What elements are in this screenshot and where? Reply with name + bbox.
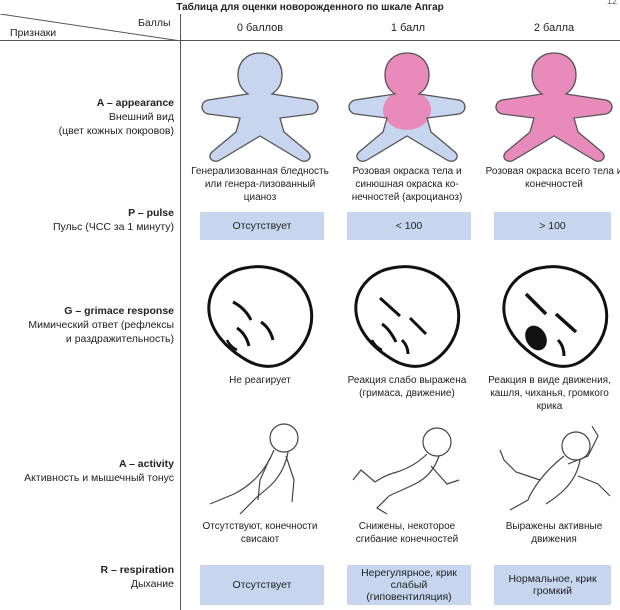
- column-header-2: 2 балла: [533, 22, 575, 34]
- face-no-reaction-icon: [207, 265, 314, 368]
- criterion-desc: Внешний вид: [108, 111, 174, 123]
- respiration-box-1: Нерегулярное, крик слабый (гиповентиляци…: [347, 565, 471, 605]
- score-desc-grimace-0: Не реагирует: [229, 375, 291, 386]
- table-title: Таблица для оценки новорожденного по шка…: [176, 2, 444, 13]
- score-desc-appearance-1: Розовая окраска тела и синюшная окраска …: [351, 166, 463, 203]
- baby-figure-pale: [201, 52, 319, 162]
- baby-active-icon: [499, 425, 611, 511]
- respiration-value: Отсутствует: [232, 579, 292, 591]
- score-desc-grimace-1: Реакция слабо выражена (гримаса, движени…: [347, 375, 467, 399]
- pulse-box-1: < 100: [347, 212, 471, 240]
- column-divider: [180, 14, 181, 610]
- criterion-desc: Дыхание: [130, 578, 174, 590]
- criterion-name: R – respiration: [100, 564, 174, 576]
- face-crying-icon: [502, 265, 609, 368]
- baby-figure-acrocyanosis: [348, 52, 466, 162]
- pulse-box-0: Отсутствует: [200, 212, 324, 240]
- column-header-0: 0 баллов: [236, 22, 284, 34]
- criterion-respiration: R – respiration Дыхание: [0, 563, 174, 591]
- pulse-value: Отсутствует: [232, 220, 292, 232]
- criterion-appearance: A – appearance Внешний вид (цвет кожных …: [0, 96, 174, 138]
- score-desc-appearance-2: Розовая окраска всего тела и конечностей: [485, 166, 620, 190]
- respiration-box-2: Нормальное, крик громкий: [494, 565, 611, 605]
- criterion-name: A – appearance: [96, 97, 174, 109]
- respiration-box-0: Отсутствует: [200, 565, 324, 605]
- pulse-value: < 100: [395, 220, 423, 232]
- criterion-name: A – activity: [118, 458, 174, 470]
- face-grimace-icon: [354, 265, 461, 368]
- respiration-value: Нерегулярное, крик слабый (гиповентиляци…: [361, 567, 457, 603]
- pulse-box-2: > 100: [494, 212, 611, 240]
- criterion-name: P – pulse: [128, 207, 174, 219]
- baby-figure-pink: [495, 52, 613, 162]
- criterion-desc: Пульс (ЧСС за 1 минуту): [52, 221, 174, 233]
- criterion-desc: Активность и мышечный тонус: [24, 472, 174, 484]
- criterion-pulse: P – pulse Пульс (ЧСС за 1 минуту): [0, 206, 174, 234]
- score-desc-appearance-0: Генерализованная бледность или генера-ли…: [191, 166, 329, 203]
- column-header-1: 1 балл: [390, 22, 426, 34]
- baby-limp-icon: [209, 423, 299, 515]
- score-desc-grimace-2: Реакция в виде движения, кашля, чиханья,…: [488, 375, 611, 412]
- criterion-desc: (цвет кожных покровов): [58, 125, 174, 137]
- criterion-desc: и раздражительность): [65, 333, 174, 345]
- score-header: Баллы: [138, 17, 171, 29]
- criterion-name: G – grimace response: [64, 305, 174, 317]
- page-number: 12: [606, 0, 617, 6]
- header-divider: [0, 40, 620, 41]
- header-diagonal: [0, 14, 181, 41]
- pulse-value: > 100: [539, 220, 566, 232]
- respiration-value: Нормальное, крик громкий: [508, 573, 597, 597]
- signs-header: Признаки: [10, 27, 57, 39]
- score-desc-activity-1: Снижены, некоторое сгибание конечностей: [355, 521, 459, 545]
- criterion-desc: Мимический ответ (рефлексы: [28, 319, 174, 331]
- score-desc-activity-0: Отсутствуют, конечности свисают: [202, 521, 318, 545]
- criterion-grimace: G – grimace response Мимический ответ (р…: [0, 304, 174, 346]
- criterion-activity: A – activity Активность и мышечный тонус: [0, 457, 174, 485]
- baby-flexed-icon: [352, 427, 460, 515]
- score-desc-activity-2: Выражены активные движения: [505, 521, 603, 545]
